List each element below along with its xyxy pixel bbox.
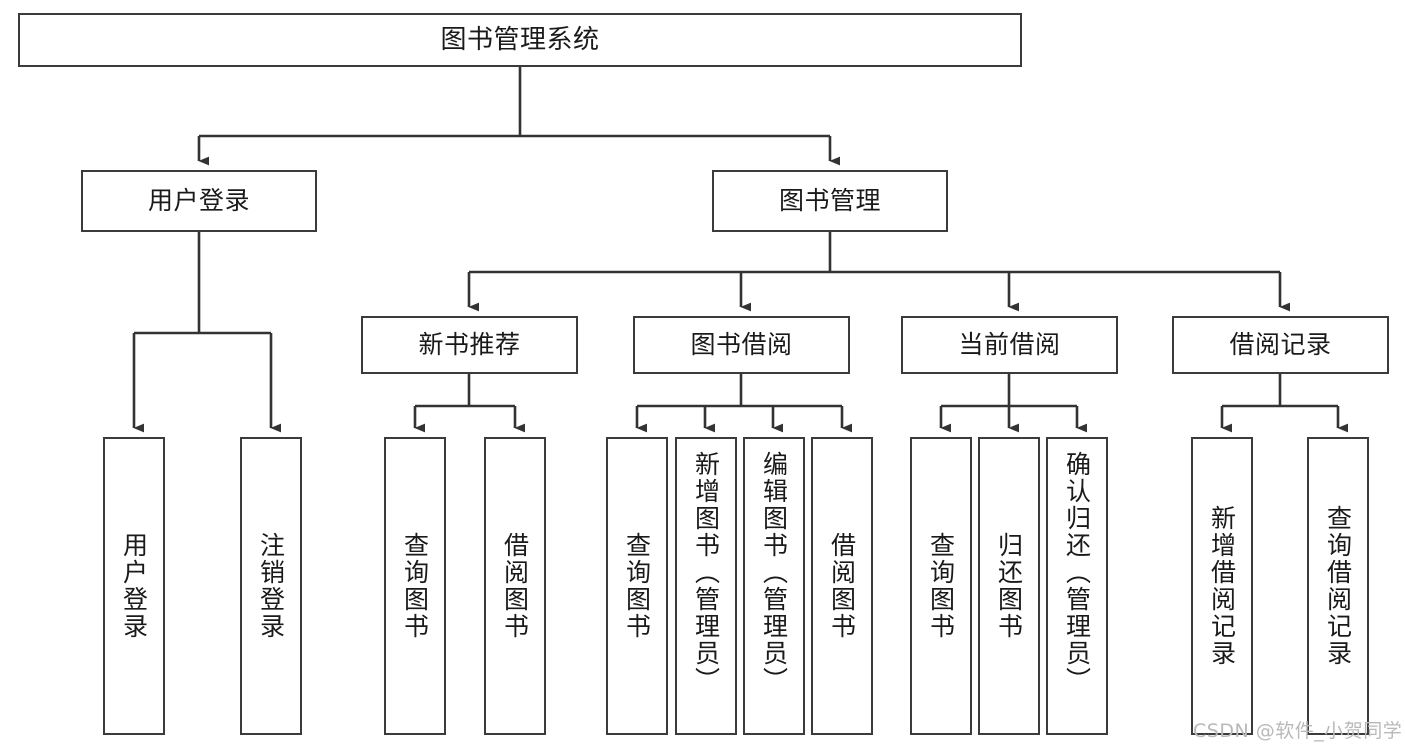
node-leaf-confirm-return-label: 确认归还（管理员）	[1062, 451, 1092, 694]
node-borrow-record[interactable]: 借阅记录	[1172, 316, 1389, 374]
node-leaf-return-book[interactable]: 归还图书	[978, 437, 1040, 735]
node-root-label: 图书管理系统	[440, 24, 600, 55]
csdn-watermark: CSDN @软件_小贺同学	[1193, 720, 1403, 742]
node-leaf-user-login-label: 用户登录	[119, 532, 149, 640]
node-leaf-confirm-return[interactable]: 确认归还（管理员）	[1046, 437, 1108, 735]
node-leaf-borrow-book-1[interactable]: 借阅图书	[484, 437, 546, 735]
node-leaf-add-record-label: 新增借阅记录	[1207, 505, 1237, 667]
node-user-login-label: 用户登录	[147, 186, 250, 216]
node-leaf-query-record[interactable]: 查询借阅记录	[1307, 437, 1369, 735]
node-leaf-return-book-label: 归还图书	[994, 532, 1024, 640]
node-leaf-add-book-label: 新增图书（管理员）	[691, 451, 721, 694]
node-leaf-query-book-2-label: 查询图书	[622, 532, 652, 640]
node-current-borrow-label: 当前借阅	[958, 330, 1061, 360]
node-book-management[interactable]: 图书管理	[712, 170, 948, 232]
node-leaf-borrow-book-1-label: 借阅图书	[500, 532, 530, 640]
node-leaf-add-record[interactable]: 新增借阅记录	[1191, 437, 1253, 735]
node-book-borrow-label: 图书借阅	[690, 330, 793, 360]
node-root[interactable]: 图书管理系统	[18, 13, 1022, 67]
node-new-book-recommend-label: 新书推荐	[418, 330, 521, 360]
node-leaf-query-book-3[interactable]: 查询图书	[910, 437, 972, 735]
node-new-book-recommend[interactable]: 新书推荐	[361, 316, 578, 374]
node-leaf-edit-book-label: 编辑图书（管理员）	[759, 451, 789, 694]
node-leaf-query-book-3-label: 查询图书	[926, 532, 956, 640]
node-current-borrow[interactable]: 当前借阅	[901, 316, 1118, 374]
node-leaf-query-book-2[interactable]: 查询图书	[606, 437, 668, 735]
node-leaf-user-logout[interactable]: 注销登录	[240, 437, 302, 735]
node-leaf-query-book-1-label: 查询图书	[400, 532, 430, 640]
node-book-management-label: 图书管理	[778, 186, 881, 216]
node-leaf-edit-book[interactable]: 编辑图书（管理员）	[743, 437, 805, 735]
node-leaf-query-book-1[interactable]: 查询图书	[384, 437, 446, 735]
node-user-login[interactable]: 用户登录	[81, 170, 317, 232]
node-leaf-borrow-book-2-label: 借阅图书	[827, 532, 857, 640]
node-borrow-record-label: 借阅记录	[1229, 330, 1332, 360]
node-leaf-borrow-book-2[interactable]: 借阅图书	[811, 437, 873, 735]
node-leaf-user-login[interactable]: 用户登录	[103, 437, 165, 735]
node-leaf-user-logout-label: 注销登录	[256, 532, 286, 640]
node-book-borrow[interactable]: 图书借阅	[633, 316, 850, 374]
node-leaf-query-record-label: 查询借阅记录	[1323, 505, 1353, 667]
node-leaf-add-book[interactable]: 新增图书（管理员）	[675, 437, 737, 735]
